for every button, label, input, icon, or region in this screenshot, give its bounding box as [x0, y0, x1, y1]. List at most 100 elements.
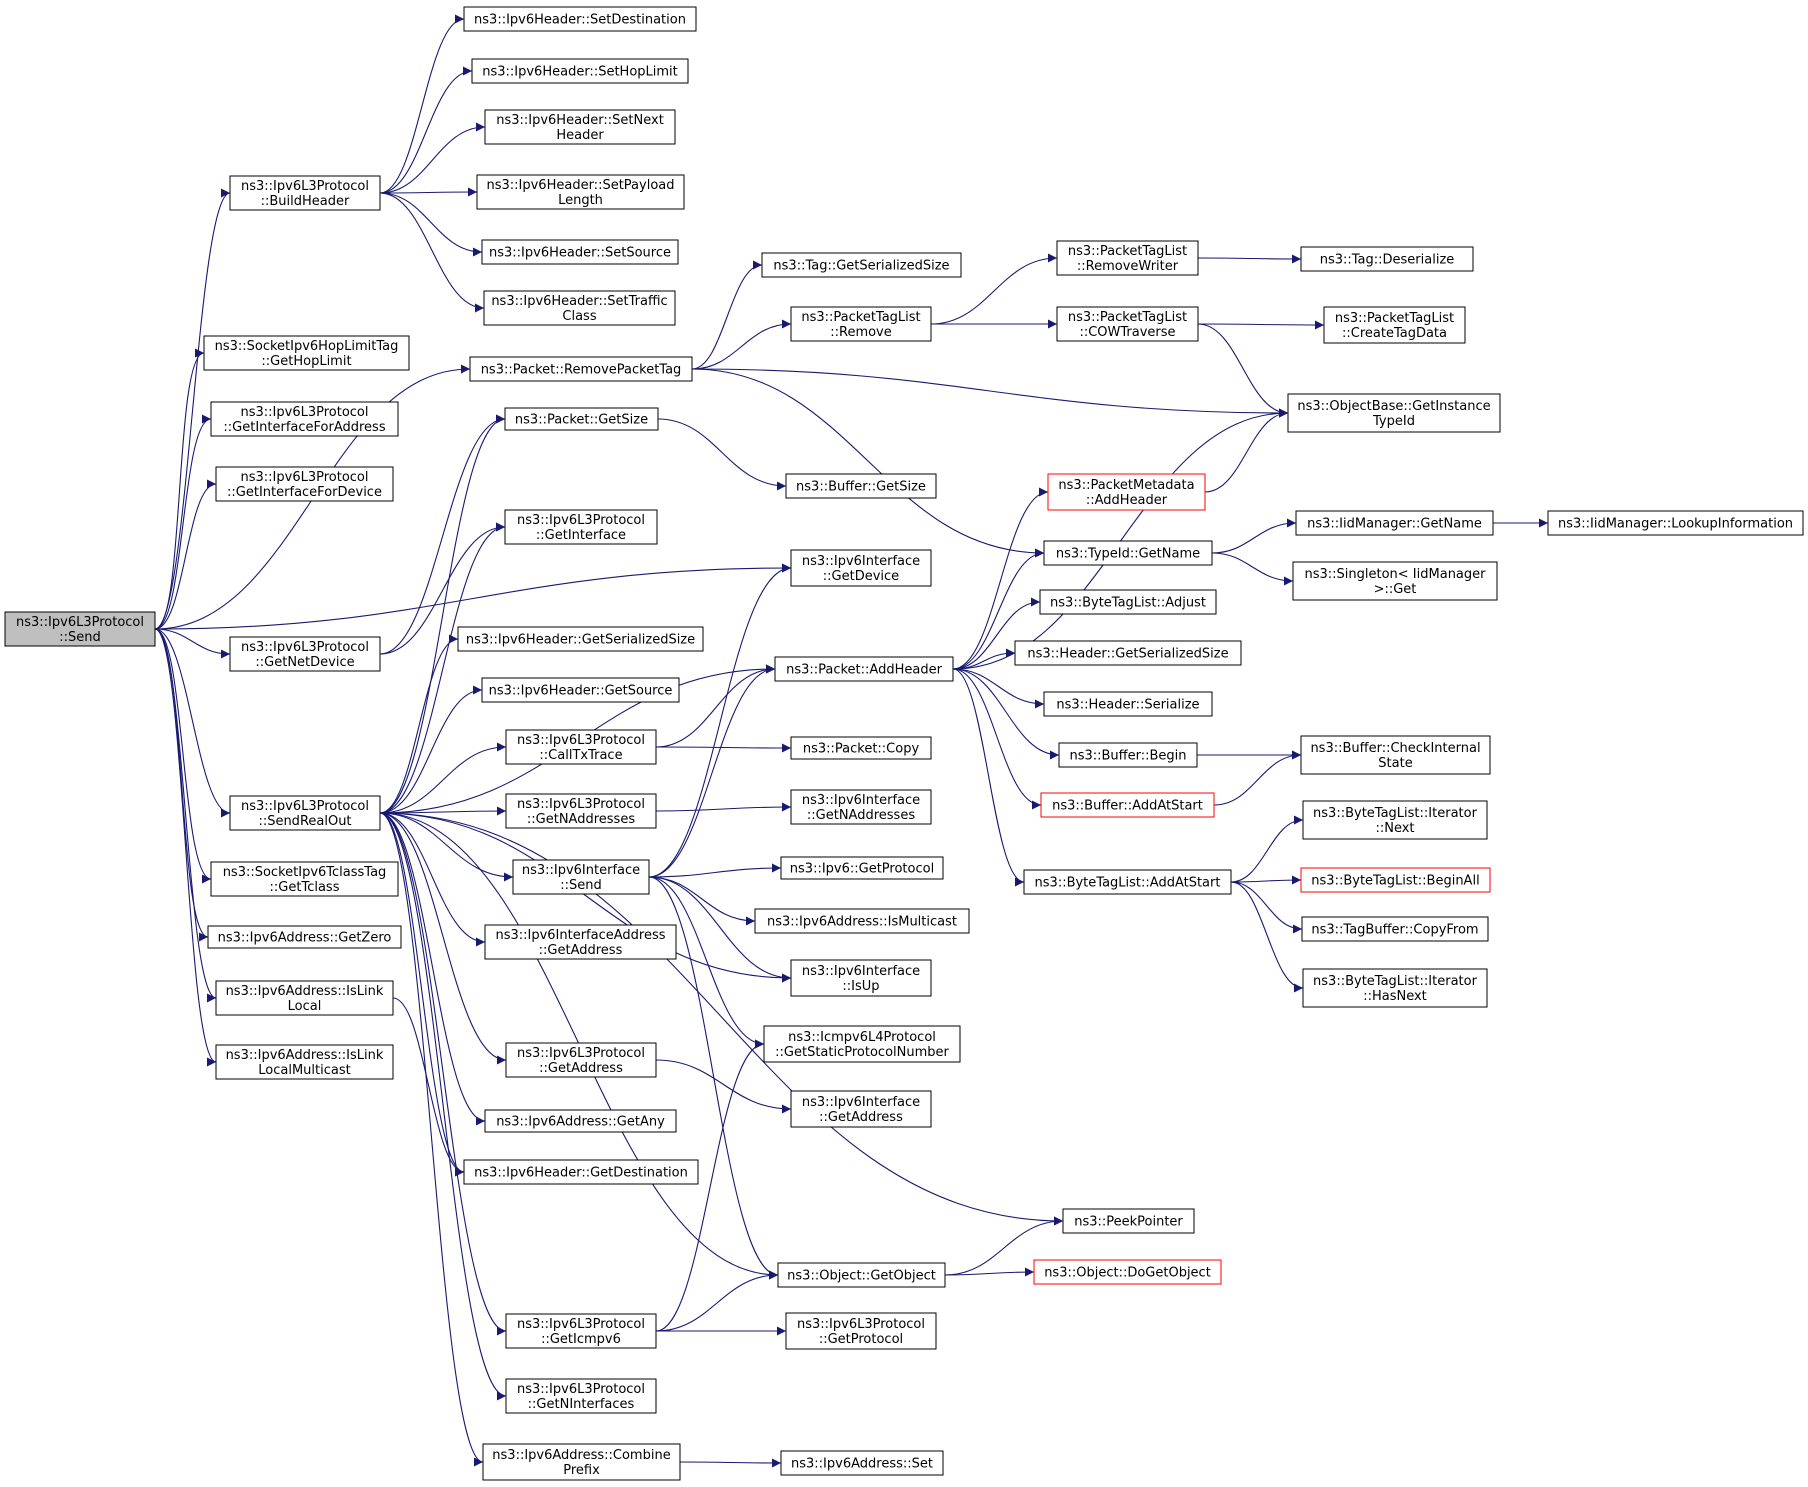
- node-label: ns3::SocketIpv6HopLimitTag: [215, 339, 399, 354]
- node-getnaddr[interactable]: ns3::Ipv6L3Protocol::GetNAddresses: [505, 793, 657, 829]
- node-getany[interactable]: ns3::Ipv6Address::GetAny: [484, 1109, 677, 1133]
- node-ismulticast[interactable]: ns3::Ipv6Address::IsMulticast: [754, 908, 970, 934]
- node-label: ns3::Ipv6Header::SetTraffic: [491, 294, 667, 309]
- node-label: ns3::Packet::AddHeader: [786, 663, 942, 678]
- node-sendrealout[interactable]: ns3::Ipv6L3Protocol::SendRealOut: [229, 795, 381, 831]
- node-buildheader[interactable]: ns3::Ipv6L3Protocol::BuildHeader: [229, 175, 381, 211]
- node-hdrgetser[interactable]: ns3::Header::GetSerializedSize: [1014, 640, 1242, 666]
- node-taggetser[interactable]: ns3::Tag::GetSerializedSize: [761, 252, 962, 278]
- edge-geticmp-to-getobject: [655, 1270, 779, 1332]
- node-btlithasnext[interactable]: ns3::ByteTagList::Iterator::HasNext: [1302, 968, 1488, 1008]
- node-getnif[interactable]: ns3::Ipv6L3Protocol::GetNInterfaces: [505, 1378, 657, 1414]
- node-box: [505, 793, 657, 829]
- node-label: ::HasNext: [1363, 989, 1427, 1004]
- node-l3getproto[interactable]: ns3::Ipv6L3Protocol::GetProtocol: [785, 1312, 937, 1350]
- node-tagdeser[interactable]: ns3::Tag::Deserialize: [1300, 246, 1474, 272]
- node-hdrgetdest[interactable]: ns3::Ipv6Header::GetDestination: [463, 1159, 699, 1185]
- node-ptlcow[interactable]: ns3::PacketTagList::COWTraverse: [1056, 306, 1199, 342]
- node-bufgetsize[interactable]: ns3::Buffer::GetSize: [785, 473, 937, 499]
- node-getinterface[interactable]: ns3::Ipv6L3Protocol::GetInterface: [504, 509, 658, 545]
- node-ifgetaddr[interactable]: ns3::Ipv6Interface::GetAddress: [790, 1090, 932, 1128]
- node-box: [1047, 473, 1206, 511]
- node-addrset[interactable]: ns3::Ipv6Address::Set: [780, 1450, 944, 1476]
- node-icmpstatic[interactable]: ns3::Icmpv6L4Protocol::GetStaticProtocol…: [763, 1025, 961, 1063]
- node-tagbufcopy[interactable]: ns3::TagBuffer::CopyFrom: [1301, 916, 1489, 942]
- node-removepackettag[interactable]: ns3::Packet::RemovePacketTag: [469, 356, 693, 382]
- edge-ifsend-to-ifgetdev: [648, 563, 792, 878]
- node-ifsend[interactable]: ns3::Ipv6Interface::Send: [512, 859, 650, 895]
- node-label: ns3::Ipv6Interface: [802, 1095, 920, 1110]
- node-box: [463, 6, 697, 32]
- node-label: ns3::Ipv6Header::SetNext: [496, 113, 664, 128]
- node-ptlremovewriter[interactable]: ns3::PacketTagList::RemoveWriter: [1056, 240, 1199, 276]
- node-bufaddatstart[interactable]: ns3::Buffer::AddAtStart: [1040, 792, 1215, 818]
- node-btlitnext[interactable]: ns3::ByteTagList::Iterator::Next: [1302, 800, 1488, 840]
- edge-ifsend-to-ismulticast: [648, 876, 756, 926]
- node-hdrserialize[interactable]: ns3::Header::Serialize: [1043, 691, 1213, 717]
- edge-send-to-islinklocalmc: [154, 628, 217, 1067]
- edge-buildheader-to-setdest: [379, 14, 465, 194]
- node-box: [483, 290, 676, 326]
- node-ipv6getproto[interactable]: ns3::Ipv6::GetProtocol: [780, 856, 944, 880]
- node-peekpointer[interactable]: ns3::PeekPointer: [1062, 1208, 1195, 1234]
- node-box: [790, 1090, 932, 1128]
- node-label: ns3::Ipv6Address::IsLink: [226, 1048, 384, 1063]
- node-box: [207, 925, 402, 949]
- node-btladjust[interactable]: ns3::ByteTagList::Adjust: [1039, 589, 1217, 615]
- node-bufbegin[interactable]: ns3::Buffer::Begin: [1058, 742, 1198, 768]
- node-addheader[interactable]: ns3::Packet::AddHeader: [774, 656, 954, 682]
- node-getzero[interactable]: ns3::Ipv6Address::GetZero: [207, 925, 402, 949]
- node-iidgetname[interactable]: ns3::IidManager::GetName: [1295, 510, 1494, 536]
- node-getifdev[interactable]: ns3::Ipv6L3Protocol::GetInterfaceForDevi…: [215, 466, 394, 502]
- node-getnetdev[interactable]: ns3::Ipv6L3Protocol::GetNetDevice: [229, 636, 381, 672]
- node-hdrserial[interactable]: ns3::Ipv6Header::GetSerializedSize: [457, 626, 704, 652]
- node-sethop[interactable]: ns3::Ipv6Header::SetHopLimit: [471, 58, 689, 84]
- node-typeidgetname[interactable]: ns3::TypeId::GetName: [1043, 540, 1213, 566]
- node-label: ns3::Ipv6L3Protocol: [517, 1382, 645, 1397]
- edge-getnaddr-to-ifgetnaddr: [655, 802, 792, 812]
- node-ptlcreate[interactable]: ns3::PacketTagList::CreateTagData: [1323, 306, 1466, 344]
- node-btlbeginall[interactable]: ns3::ByteTagList::BeginAll: [1300, 867, 1491, 893]
- node-label: ::GetTclass: [270, 880, 340, 895]
- node-singletonget[interactable]: ns3::Singleton< IidManager>::Get: [1292, 561, 1498, 601]
- node-isup[interactable]: ns3::Ipv6Interface::IsUp: [790, 959, 932, 997]
- node-label: ns3::Object::GetObject: [787, 1269, 936, 1284]
- node-label: Length: [558, 193, 603, 208]
- node-pmaddheader[interactable]: ns3::PacketMetadata::AddHeader: [1047, 473, 1206, 511]
- node-btladdatstart[interactable]: ns3::ByteTagList::AddAtStart: [1023, 869, 1232, 895]
- node-getsource[interactable]: ns3::Ipv6Header::GetSource: [481, 677, 680, 703]
- node-pgetsize[interactable]: ns3::Packet::GetSize: [504, 407, 659, 431]
- node-getobject[interactable]: ns3::Object::GetObject: [777, 1262, 946, 1288]
- node-label: ns3::Ipv6L3Protocol: [16, 615, 144, 630]
- node-ptlremove[interactable]: ns3::PacketTagList::Remove: [790, 306, 932, 342]
- node-ifaddrget[interactable]: ns3::Ipv6InterfaceAddress::GetAddress: [484, 924, 677, 960]
- node-setsource[interactable]: ns3::Ipv6Header::SetSource: [481, 239, 679, 265]
- node-calltx[interactable]: ns3::Ipv6L3Protocol::CallTxTrace: [505, 729, 657, 765]
- node-getifaddr[interactable]: ns3::Ipv6L3Protocol::GetInterfaceForAddr…: [210, 401, 399, 437]
- node-dogetobject[interactable]: ns3::Object::DoGetObject: [1033, 1259, 1222, 1285]
- node-label: ns3::IidManager::GetName: [1307, 517, 1482, 532]
- node-pcopy[interactable]: ns3::Packet::Copy: [790, 736, 932, 760]
- edge-ptlremove-to-ptlremovewriter: [930, 253, 1058, 325]
- node-ifgetdev[interactable]: ns3::Ipv6Interface::GetDevice: [790, 549, 932, 587]
- node-iidlookup[interactable]: ns3::IidManager::LookupInformation: [1547, 510, 1804, 536]
- node-label: ns3::PacketTagList: [1335, 311, 1454, 326]
- node-socktclass[interactable]: ns3::SocketIpv6TclassTag::GetTclass: [210, 861, 399, 897]
- node-box: [505, 729, 657, 765]
- node-label: ::SendRealOut: [258, 814, 351, 829]
- node-box: [484, 109, 676, 145]
- node-ifgetnaddr[interactable]: ns3::Ipv6Interface::GetNAddresses: [790, 789, 932, 825]
- node-l3getaddr[interactable]: ns3::Ipv6L3Protocol::GetAddress: [505, 1042, 657, 1078]
- node-setdest[interactable]: ns3::Ipv6Header::SetDestination: [463, 6, 697, 32]
- node-sockhop[interactable]: ns3::SocketIpv6HopLimitTag::GetHopLimit: [203, 335, 410, 371]
- node-geticmp[interactable]: ns3::Ipv6L3Protocol::GetIcmpv6: [505, 1313, 657, 1349]
- node-send[interactable]: ns3::Ipv6L3Protocol::Send: [4, 611, 156, 647]
